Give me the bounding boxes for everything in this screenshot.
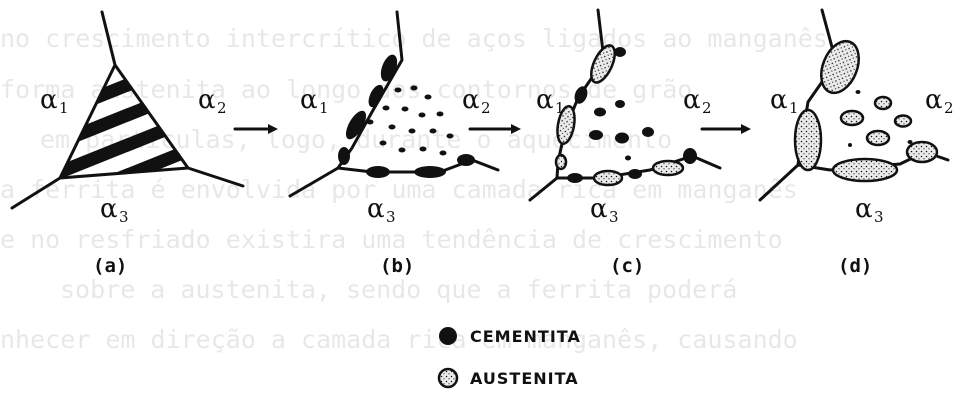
subscript: 1 bbox=[555, 99, 565, 117]
legend-label-austenite: AUSTENITA bbox=[470, 369, 579, 388]
cementite-particle bbox=[338, 147, 350, 165]
cementite-particle bbox=[908, 140, 913, 144]
alpha-symbol: α bbox=[925, 85, 943, 115]
cementite-particle bbox=[399, 148, 406, 153]
alpha-symbol: α bbox=[462, 85, 480, 115]
cementite-particle bbox=[625, 156, 631, 161]
cementite-particle bbox=[409, 129, 416, 134]
alpha-symbol: α bbox=[198, 85, 216, 115]
background-text-line: sobre a austenita, sendo que a ferrita p… bbox=[60, 275, 737, 304]
cementite-particle bbox=[589, 130, 603, 140]
panel-label-d: (d) bbox=[838, 255, 872, 277]
alpha-symbol: α bbox=[40, 85, 58, 115]
cementite-particle bbox=[594, 108, 606, 117]
subscript: 3 bbox=[386, 208, 396, 226]
cementite-particle bbox=[615, 100, 625, 108]
subscript: 2 bbox=[702, 99, 712, 117]
background-text-line: no crescimento intercrítico de aços liga… bbox=[0, 24, 828, 53]
cementite-particle bbox=[367, 120, 374, 125]
austenite-particle bbox=[594, 171, 622, 185]
panel-label-a: (a) bbox=[93, 255, 127, 277]
subscript: 2 bbox=[481, 99, 491, 117]
label-alpha-2: α 2 bbox=[683, 85, 712, 117]
subscript: 1 bbox=[789, 99, 799, 117]
subscript: 3 bbox=[874, 208, 884, 226]
cementite-particle bbox=[425, 95, 432, 100]
austenite-particle bbox=[841, 111, 863, 125]
cementite-particle bbox=[419, 113, 426, 118]
label-alpha-1: α 1 bbox=[770, 85, 799, 117]
cementite-particle bbox=[366, 166, 390, 178]
cementite-particle bbox=[614, 47, 626, 57]
austenite-particle bbox=[653, 161, 683, 175]
cementite-particle bbox=[628, 169, 642, 179]
label-alpha-3: α 3 bbox=[855, 194, 884, 226]
arrow-right-icon bbox=[702, 124, 751, 134]
cementite-particle bbox=[380, 141, 387, 146]
austenite-particle bbox=[833, 159, 897, 181]
austenite-particle bbox=[867, 131, 889, 145]
background-text-line: nhecer em direção a camada rica em manga… bbox=[0, 325, 798, 354]
legend-label-cementite: CEMENTITA bbox=[470, 327, 581, 346]
austenite-particles bbox=[795, 36, 937, 181]
background-text-line: a ferrita é envolvida por uma camada ric… bbox=[0, 175, 798, 204]
subscript: 2 bbox=[217, 99, 227, 117]
cementite-swatch-icon bbox=[439, 327, 457, 345]
cementite-particles bbox=[338, 52, 475, 178]
cementite-particle bbox=[395, 88, 402, 93]
austenite-particle bbox=[875, 97, 891, 109]
cementite-particle bbox=[447, 134, 454, 139]
alpha-symbol: α bbox=[300, 85, 318, 115]
cementite-particle bbox=[567, 173, 583, 183]
cementite-particle bbox=[414, 166, 446, 178]
alpha-symbol: α bbox=[683, 85, 701, 115]
cementite-particle bbox=[437, 112, 444, 117]
cementite-particle bbox=[383, 106, 390, 111]
panel-label-b: (b) bbox=[380, 255, 414, 277]
cementite-particle bbox=[430, 129, 437, 134]
background-text-line: e no resfriado existira uma tendência de… bbox=[0, 225, 783, 254]
cementite-particle bbox=[457, 154, 475, 166]
cementite-particle bbox=[856, 90, 861, 94]
alpha-symbol: α bbox=[770, 85, 788, 115]
subscript: 3 bbox=[119, 208, 129, 226]
legend-item-austenite: AUSTENITA bbox=[439, 369, 579, 388]
subscript: 1 bbox=[59, 99, 69, 117]
background-text: no crescimento intercrítico de aços liga… bbox=[0, 24, 828, 354]
alpha-symbol: α bbox=[100, 194, 118, 224]
subscript: 1 bbox=[319, 99, 329, 117]
cementite-particle bbox=[389, 125, 396, 130]
austenite-particle bbox=[907, 142, 937, 162]
austenite-swatch-icon bbox=[439, 369, 457, 387]
cementite-particle bbox=[683, 148, 697, 164]
cementite-particle bbox=[411, 86, 418, 91]
cementite-particle bbox=[420, 147, 427, 152]
austenite-particle bbox=[795, 110, 821, 170]
label-alpha-2: α 2 bbox=[925, 85, 954, 117]
panel-label-c: (c) bbox=[610, 255, 644, 277]
cementite-particle bbox=[402, 107, 409, 112]
alpha-symbol: α bbox=[536, 85, 554, 115]
alpha-symbol: α bbox=[590, 194, 608, 224]
subscript: 3 bbox=[609, 208, 619, 226]
alpha-symbol: α bbox=[855, 194, 873, 224]
austenite-particle bbox=[556, 155, 566, 169]
alpha-symbol: α bbox=[367, 194, 385, 224]
subscript: 2 bbox=[944, 99, 954, 117]
cementite-particle bbox=[848, 143, 852, 147]
cementite-particle bbox=[440, 151, 447, 156]
cementite-particle bbox=[615, 133, 629, 144]
austenite-particles bbox=[555, 42, 683, 185]
austenite-particle bbox=[895, 116, 911, 127]
cementite-particle bbox=[642, 127, 654, 137]
